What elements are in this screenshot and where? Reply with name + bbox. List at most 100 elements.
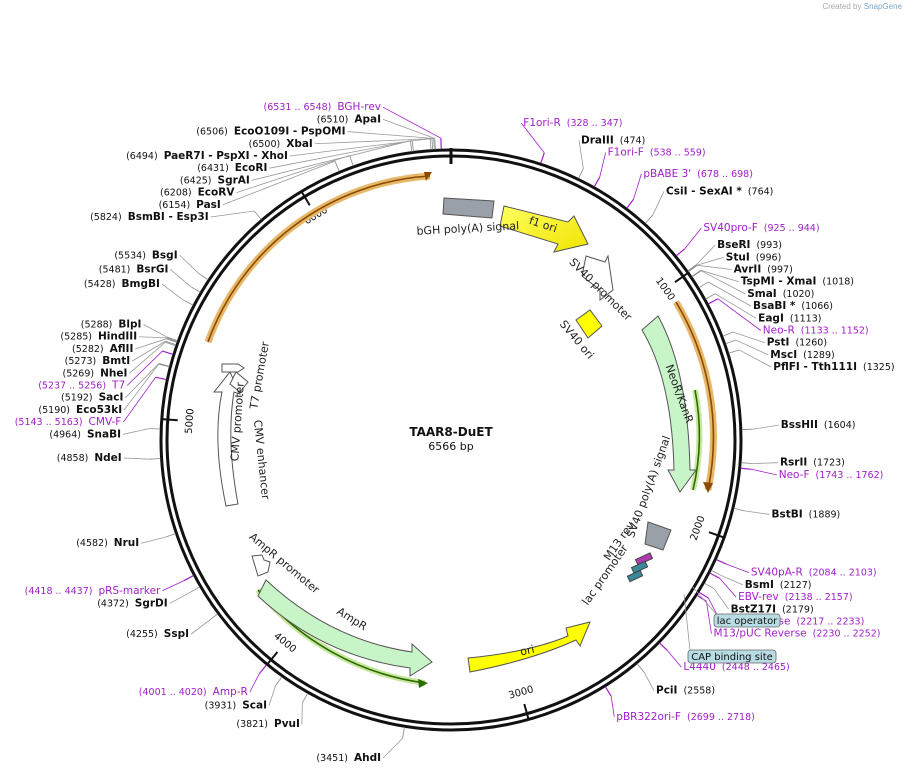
site-name: AhdI — [354, 752, 381, 764]
primer-range: (2230 .. 2252) — [813, 629, 881, 640]
primer-leader — [633, 173, 642, 200]
tick-mark — [523, 703, 530, 720]
site-tick — [164, 533, 176, 538]
tick-label: 5000 — [184, 408, 197, 434]
site-position: (5288) — [81, 320, 113, 331]
tick-mark — [161, 418, 178, 422]
site-tick — [183, 299, 194, 306]
restriction-site-label: (6510)ApaI — [317, 113, 381, 125]
created-by-text: Created by — [822, 2, 862, 11]
primer-name: Amp-R — [213, 686, 248, 698]
site-position: (6425) — [180, 175, 212, 186]
site-position: (5269) — [63, 368, 95, 379]
restriction-site-label: SmaI (1020) — [747, 288, 814, 300]
site-leader — [269, 140, 413, 169]
primer-label: (5237 .. 5256)T7 — [38, 380, 125, 392]
site-leader — [643, 672, 655, 691]
primer-label: Neo-F(1743 .. 1762) — [779, 469, 884, 481]
site-tick — [429, 138, 432, 150]
site-name: BsaBI * — [753, 300, 796, 312]
primer-leader — [382, 106, 442, 139]
restriction-site-label: BstBI(1889) — [771, 508, 840, 520]
site-leader — [122, 428, 150, 435]
primer-name: SV40pA-R — [751, 567, 803, 579]
primer-name: pBABE 3' — [643, 168, 691, 180]
primer-range: (2217 .. 2233) — [796, 616, 864, 627]
snapgene-watermark: Created by SnapGene — [822, 2, 902, 11]
primer-leader — [719, 577, 737, 598]
site-name: SacI — [99, 392, 124, 404]
restriction-site-label: (4372)SgrDI — [97, 597, 167, 609]
site-tick — [578, 168, 584, 179]
site-leader — [652, 191, 665, 216]
site-leader — [708, 281, 752, 307]
site-tick — [158, 363, 170, 368]
restriction-site-label: MscI(1289) — [770, 349, 834, 361]
primer-tick — [183, 575, 194, 582]
restriction-site-label: BstZ17I(2179) — [731, 603, 814, 615]
restriction-site-label: (3931)ScaI — [205, 700, 267, 712]
site-leader — [251, 140, 411, 181]
site-name: SspI — [164, 628, 189, 640]
site-position: (997) — [767, 265, 793, 276]
tick-mark — [708, 531, 725, 539]
site-name: BlpI — [118, 319, 141, 331]
site-tick — [733, 507, 745, 512]
primer-tick — [593, 176, 601, 188]
restriction-site-label: (5192)SacI — [61, 392, 123, 404]
primer-label: EBV-rev(2138 .. 2157) — [738, 591, 853, 603]
primer-leader — [599, 152, 607, 178]
site-tick — [411, 140, 414, 152]
site-name: BstZ17I — [731, 603, 776, 615]
primer-name: L4440 — [683, 661, 716, 673]
restriction-site-label: (5269)NheI — [63, 367, 128, 379]
site-position: (5285) — [60, 332, 92, 343]
site-tick — [166, 337, 178, 342]
site-leader — [697, 256, 724, 266]
site-tick — [433, 138, 435, 150]
restriction-site-label: (5824)BsmBI - Esp3I — [90, 211, 209, 223]
primer-leader — [684, 227, 702, 250]
feature-f1-ori — [499, 205, 589, 253]
tick-label: 2000 — [689, 514, 708, 542]
primer-range: (5237 .. 5256) — [38, 381, 106, 392]
site-name: BmgBI — [122, 278, 160, 290]
restriction-site-label: (5273)BmtI — [65, 355, 130, 367]
site-name: BsrGI — [136, 263, 168, 275]
feature-neor-kanr — [641, 315, 697, 493]
primer-name: F1ori-F — [608, 147, 644, 159]
restriction-site-label: PflFI - Tth111I(1325) — [773, 361, 894, 373]
site-name: TspMI - XmaI — [741, 276, 817, 288]
site-position: (1020) — [783, 289, 815, 300]
site-name: AvrII — [734, 264, 762, 276]
primer-tick — [540, 152, 545, 164]
primer-label: (4418 .. 4437)pRS-marker — [25, 585, 161, 597]
site-tick — [722, 331, 734, 337]
site-leader — [161, 283, 184, 301]
site-tick — [691, 269, 702, 277]
primer-name: M13/pUC Reverse — [713, 628, 806, 640]
site-name: NdeI — [94, 452, 121, 464]
site-leader — [713, 588, 730, 610]
primer-leader — [162, 580, 184, 592]
restriction-site-label: (4964)SnaBI — [49, 428, 121, 440]
site-tick — [636, 663, 645, 673]
primer-label: Neo-R(1133 .. 1152) — [763, 325, 869, 337]
tick-mark — [674, 272, 689, 283]
feature-ampr — [257, 579, 433, 677]
orf-arc-right-head — [703, 482, 713, 493]
primer-range: (5143 .. 5163) — [15, 417, 83, 428]
restriction-site-label: BseRI(993) — [717, 239, 782, 251]
primer-range: (538 .. 559) — [650, 148, 706, 159]
site-leader — [697, 264, 732, 270]
site-name: SmaI — [747, 288, 777, 300]
site-tick — [687, 264, 697, 272]
restriction-site-label: (5285)HindIII — [60, 331, 137, 343]
plasmid-length: 6566 bp — [428, 440, 473, 453]
restriction-site-label: (5428)BmgBI — [84, 278, 160, 290]
restriction-site-label: (6425)SgrAI — [180, 174, 250, 186]
site-position: (6500) — [249, 139, 281, 150]
primer-name: Neo-R — [763, 325, 795, 337]
site-position: (2558) — [683, 686, 715, 697]
label-cmv-enhancer: CMV enhancer — [251, 419, 272, 500]
